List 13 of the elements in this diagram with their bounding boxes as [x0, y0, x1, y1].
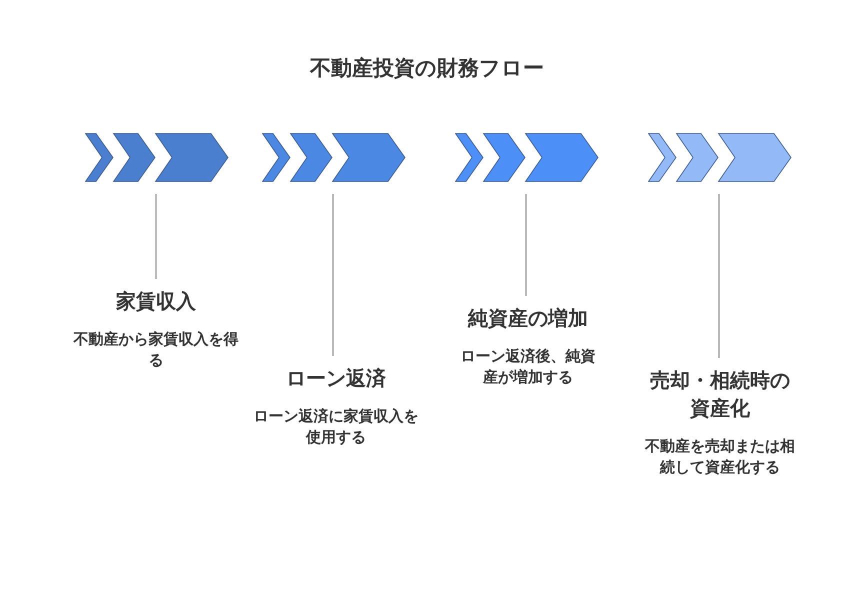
- leader-line: [155, 194, 157, 279]
- step-heading: 家賃収入: [115, 288, 197, 315]
- step-heading: ローン返済: [285, 365, 387, 392]
- step-description: 不動産を売却または相続して資産化する: [645, 436, 795, 478]
- leader-line: [718, 194, 720, 358]
- step-description: ローン返済後、純資産が増加する: [460, 346, 596, 388]
- leader-line: [332, 194, 334, 356]
- step-description: ローン返済に家賃収入を使用する: [252, 406, 420, 448]
- step-heading: 売却・相続時の資産化: [649, 367, 791, 422]
- step-heading: 純資産の増加: [466, 305, 589, 332]
- step-description: 不動産から家賃収入を得る: [72, 329, 240, 371]
- leader-line: [525, 194, 527, 296]
- title: 不動産投資の財務フロー: [308, 55, 545, 82]
